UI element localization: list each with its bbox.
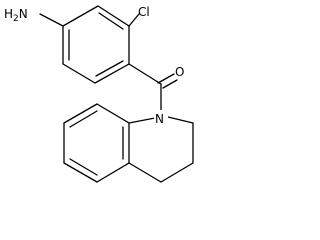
- bond-ring2-d: [63, 162, 98, 183]
- atom-labels: H2N Cl O N: [4, 5, 184, 126]
- bond-ring1-b-inner: [98, 12, 124, 30]
- bond-amine: [39, 13, 64, 27]
- bond-carbonyl-o-2: [162, 79, 178, 89]
- bond-ring1-d: [94, 63, 130, 84]
- bond-n-ch2: [167, 116, 194, 124]
- bond-ch2-aryl: [128, 162, 162, 183]
- bond-chlorine: [128, 13, 140, 27]
- bonds: [39, 5, 194, 183]
- bond-carbonyl-o-1: [157, 73, 175, 84]
- bond-ring1-a: [62, 5, 99, 27]
- bond-ring2-e: [96, 162, 130, 183]
- structure-diagram: H2N Cl O N: [4, 5, 194, 183]
- bond-ring2-d-inner: [69, 158, 98, 176]
- bond-ring1-b: [97, 5, 130, 27]
- chlorine-label: Cl: [138, 5, 150, 19]
- bond-ring1-e: [62, 63, 96, 84]
- nitrogen-label: N: [155, 112, 164, 126]
- nitrogen-label-bg: [154, 110, 168, 126]
- bond-ring2-a: [96, 103, 130, 124]
- bond-aryl-carbonyl: [128, 63, 162, 85]
- bond-ring2-b-inner: [69, 110, 98, 128]
- bond-ring1-d-inner: [95, 60, 124, 77]
- bond-ring2-b: [63, 103, 98, 124]
- amine-label: H2N: [4, 7, 28, 24]
- bond-n-aryl: [128, 117, 156, 124]
- oxygen-label: O: [175, 65, 184, 79]
- bond-ch2-ch2-b: [160, 162, 194, 183]
